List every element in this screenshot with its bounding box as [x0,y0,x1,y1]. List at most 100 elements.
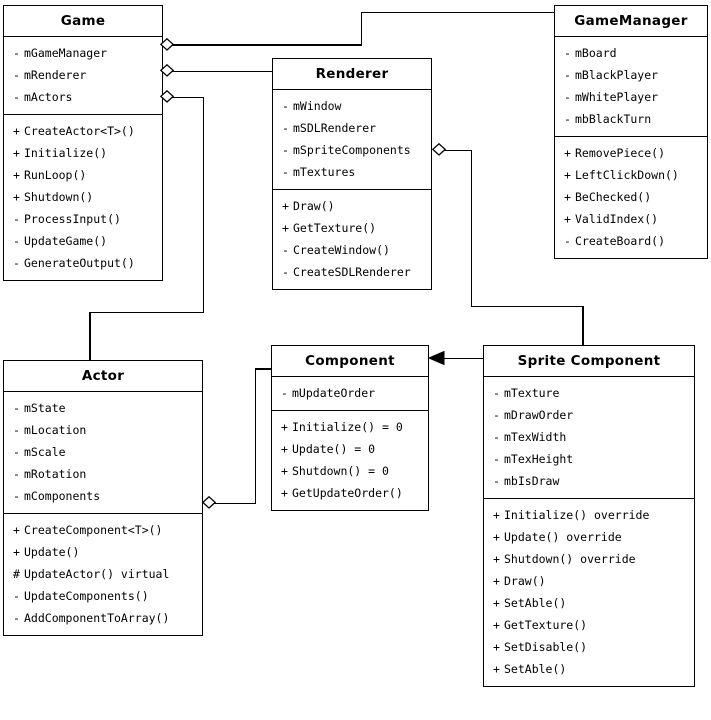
visibility-marker: + [281,486,288,500]
operation-label: CreateActor<T>() [24,124,135,138]
class-box-spritecomponent[interactable]: Sprite Component -mTexture -mDrawOrder -… [483,345,695,687]
operation-label: GetUpdateOrder() [292,486,403,500]
attribute-label: mRenderer [24,68,87,82]
class-box-renderer[interactable]: Renderer -mWindow -mSDLRenderer -mSprite… [272,58,432,290]
visibility-marker: - [13,489,20,503]
attribute-row: -mTexHeight [484,448,694,470]
attribute-label: mBoard [575,46,617,60]
visibility-marker: - [13,445,20,459]
attribute-label: mTexWidth [504,430,567,444]
class-box-component[interactable]: Component -mUpdateOrder +Initialize() = … [271,345,429,511]
operation-label: SetAble() [504,596,567,610]
visibility-marker: - [493,452,500,466]
attribute-label: mWindow [293,99,342,113]
operation-label: Initialize() = 0 [292,420,403,434]
class-box-gamemanager[interactable]: GameManager -mBoard -mBlackPlayer -mWhit… [554,5,708,259]
visibility-marker: + [281,442,288,456]
edge-game-gamemanager-h2 [360,11,556,13]
attribute-row: -mRenderer [4,64,162,86]
visibility-marker: - [282,121,289,135]
attribute-label: mBlackPlayer [575,68,659,82]
visibility-marker: - [282,265,289,279]
visibility-marker: + [13,168,20,182]
attribute-label: mbBlackTurn [575,112,652,126]
class-operations-actor: +CreateComponent<T>() +Update() #UpdateA… [4,513,202,635]
aggregation-diamond-renderer-sprite [432,143,446,156]
operation-label: CreateSDLRenderer [293,265,411,279]
operation-row: +LeftClickDown() [555,164,707,186]
attribute-label: mTexHeight [504,452,574,466]
visibility-marker: - [564,46,571,60]
attribute-label: mbIsDraw [504,474,560,488]
visibility-marker: - [13,212,20,226]
visibility-marker: - [13,611,20,625]
operation-label: CreateBoard() [575,234,666,248]
visibility-marker: - [493,474,500,488]
visibility-marker: - [493,430,500,444]
operation-row: +SetDisable() [484,636,694,658]
attribute-row: -mGameManager [4,42,162,64]
visibility-marker: + [13,124,20,138]
operation-row: +Draw() [273,195,431,217]
operation-label: Update() = 0 [292,442,376,456]
operation-row: +Shutdown() = 0 [272,460,428,482]
class-operations-gamemanager: +RemovePiece() +LeftClickDown() +BeCheck… [555,136,707,258]
visibility-marker: - [281,386,288,400]
visibility-marker: + [493,574,500,588]
class-box-game[interactable]: Game -mGameManager -mRenderer -mActors +… [3,5,163,281]
visibility-marker: + [493,508,500,522]
attribute-row: -mbBlackTurn [555,108,707,130]
visibility-marker: - [13,589,20,603]
class-attributes-actor: -mState -mLocation -mScale -mRotation -m… [4,392,202,513]
visibility-marker: # [13,567,20,581]
attribute-row: -mSDLRenderer [273,117,431,139]
class-title-component: Component [272,346,428,377]
operation-row: + Shutdown() override [484,548,694,570]
visibility-marker: - [282,165,289,179]
aggregation-diamond-game-actor [160,90,174,103]
visibility-marker: + [13,545,20,559]
operation-label: Shutdown() override [504,552,636,566]
attribute-label: mWhitePlayer [575,90,659,104]
aggregation-diamond-actor-component [202,496,216,509]
inheritance-arrowhead-sprite-to-component [428,350,446,366]
operation-row: +Update() [4,541,202,563]
attribute-row: -mRotation [4,463,202,485]
visibility-marker: - [282,143,289,157]
class-box-actor[interactable]: Actor -mState -mLocation -mScale -mRotat… [3,360,203,636]
edge-renderer-sprite-v2 [582,305,584,348]
visibility-marker: - [564,68,571,82]
operation-row: +Draw() [484,570,694,592]
operation-row: -CreateWindow() [273,239,431,261]
operation-label: Initialize() [24,146,108,160]
operation-row: +CreateComponent<T>() [4,519,202,541]
attribute-label: mGameManager [24,46,108,60]
operation-row: + CreateActor<T>() [4,120,162,142]
operation-row: +SetAble() [484,658,694,680]
visibility-marker: - [13,46,20,60]
visibility-marker: - [282,243,289,257]
operation-row: + GetUpdateOrder() [272,482,428,504]
visibility-marker: + [564,146,571,160]
operation-row: -CreateBoard() [555,230,707,252]
class-title-game: Game [4,6,162,37]
attribute-label: mLocation [24,423,87,437]
visibility-marker: - [564,112,571,126]
attribute-label: mScale [24,445,66,459]
operation-label: GetTexture() [504,618,588,632]
visibility-marker: - [564,234,571,248]
visibility-marker: + [493,552,500,566]
operation-row: +BeChecked() [555,186,707,208]
aggregation-diamond-game-renderer [160,64,174,77]
visibility-marker: + [13,523,20,537]
attribute-row: -mComponents [4,485,202,507]
visibility-marker: + [564,212,571,226]
operation-row: -UpdateGame() [4,230,162,252]
visibility-marker: + [564,190,571,204]
attribute-row: -mBlackPlayer [555,64,707,86]
edge-game-gamemanager-v [360,12,362,45]
operation-row: -UpdateComponents() [4,585,202,607]
operation-label: Shutdown() = 0 [292,464,389,478]
class-operations-game: +CreateActor<T>() +Initialize() +RunLoop… [4,114,162,280]
